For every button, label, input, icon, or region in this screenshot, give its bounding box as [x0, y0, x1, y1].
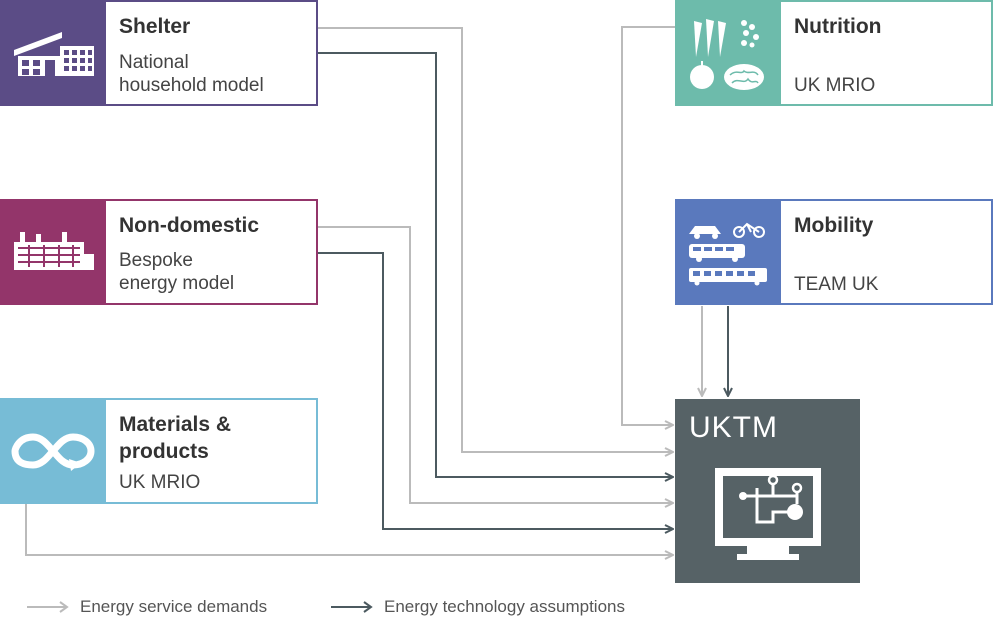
food-icon: [690, 19, 764, 90]
nutrition-title: Nutrition: [794, 15, 882, 38]
materials-card: Materials & products UK MRIO: [0, 398, 318, 504]
legend-technology-label: Energy technology assumptions: [384, 597, 625, 616]
shelter-title: Shelter: [119, 15, 191, 38]
shelter-model-line2: household model: [119, 75, 264, 96]
shelter-model-line1: National: [119, 52, 189, 73]
mobility-icon-panel: [675, 199, 781, 305]
legend-service-label: Energy service demands: [80, 597, 268, 616]
materials-title-line2: products: [119, 440, 209, 463]
materials-title-line1: Materials &: [119, 413, 232, 436]
house-icon: [14, 32, 94, 76]
nutrition-model: UK MRIO: [794, 75, 876, 96]
materials-icon-panel: [0, 398, 106, 504]
computer-circuit-icon: [715, 468, 821, 560]
shelter-technology-arrow: [318, 52, 673, 477]
mobility-title: Mobility: [794, 214, 874, 237]
mobility-model: TEAM UK: [794, 274, 879, 295]
nondomestic-service-arrow: [318, 226, 673, 503]
nutrition-card: Nutrition UK MRIO: [675, 0, 993, 106]
dark-arrow-icon: [331, 601, 373, 613]
nutrition-service-arrow: [621, 26, 675, 425]
materials-model: UK MRIO: [119, 472, 201, 493]
legend-technology: Energy technology assumptions: [330, 597, 625, 617]
shelter-card: Shelter National household model: [0, 0, 318, 106]
shelter-service-arrow: [318, 27, 673, 452]
uktm-box: UKTM: [675, 399, 860, 583]
nondomestic-technology-arrow: [318, 252, 673, 529]
nutrition-icon-panel: [675, 0, 781, 106]
nondomestic-model-line1: Bespoke: [119, 250, 193, 271]
nondomestic-card: Non-domestic Bespoke energy model: [0, 199, 318, 305]
infinity-recycle-icon: [11, 433, 95, 471]
vehicles-icon: [689, 222, 767, 286]
legend-service: Energy service demands: [26, 597, 267, 617]
nondomestic-title: Non-domestic: [119, 214, 260, 237]
nondomestic-icon-panel: [0, 199, 106, 305]
factory-icon: [14, 232, 94, 270]
light-arrow-icon: [27, 601, 69, 613]
uktm-title: UKTM: [689, 411, 778, 444]
nondomestic-model-line2: energy model: [119, 273, 235, 294]
materials-service-arrow: [25, 504, 673, 555]
shelter-icon-panel: [0, 0, 106, 106]
mobility-card: Mobility TEAM UK: [675, 199, 993, 305]
